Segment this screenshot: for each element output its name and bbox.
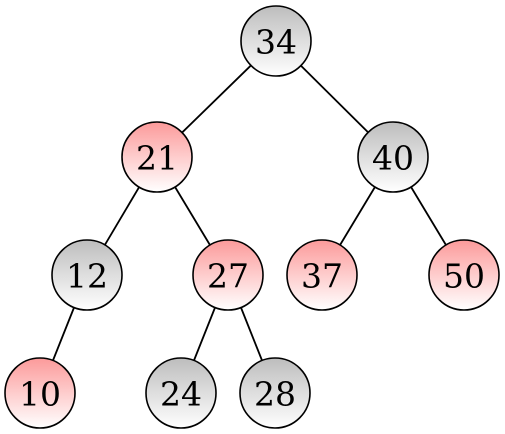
node-label: 24 [160, 375, 202, 414]
edge-27-24 [193, 307, 216, 361]
edge-12-10 [52, 307, 75, 361]
tree-node-12: 12 [51, 239, 123, 311]
tree-node-27: 27 [192, 239, 264, 311]
edge-21-12 [104, 186, 140, 246]
edge-34-21 [181, 64, 252, 134]
node-label: 34 [255, 23, 297, 62]
black-node-circle [357, 121, 429, 193]
tree-node-28: 28 [239, 357, 311, 429]
black-node-circle [240, 5, 312, 77]
red-node-circle [121, 121, 193, 193]
node-label: 12 [66, 257, 108, 296]
red-node-circle [286, 239, 358, 311]
black-node-circle [145, 357, 217, 429]
tree-edges [52, 64, 447, 361]
edge-21-27 [174, 186, 211, 246]
node-label: 21 [136, 139, 178, 178]
node-label: 37 [301, 257, 343, 296]
node-label: 50 [443, 257, 485, 296]
edge-27-28 [240, 307, 263, 361]
tree-node-34: 34 [240, 5, 312, 77]
black-node-circle [51, 239, 123, 311]
tree-nodes: 34 21 40 12 27 37 50 10 24 28 [4, 5, 500, 429]
edge-34-40 [300, 65, 369, 133]
tree-node-21: 21 [121, 121, 193, 193]
node-label: 40 [372, 139, 414, 178]
tree-node-37: 37 [286, 239, 358, 311]
tree-node-10: 10 [4, 357, 76, 429]
tree-node-24: 24 [145, 357, 217, 429]
red-node-circle [4, 357, 76, 429]
black-node-circle [239, 357, 311, 429]
red-node-circle [192, 239, 264, 311]
node-label: 27 [207, 257, 249, 296]
edge-40-50 [410, 186, 447, 246]
node-label: 10 [19, 375, 61, 414]
node-label: 28 [254, 375, 296, 414]
tree-node-50: 50 [428, 239, 500, 311]
red-node-circle [428, 239, 500, 311]
edge-40-37 [339, 186, 376, 246]
tree-node-40: 40 [357, 121, 429, 193]
